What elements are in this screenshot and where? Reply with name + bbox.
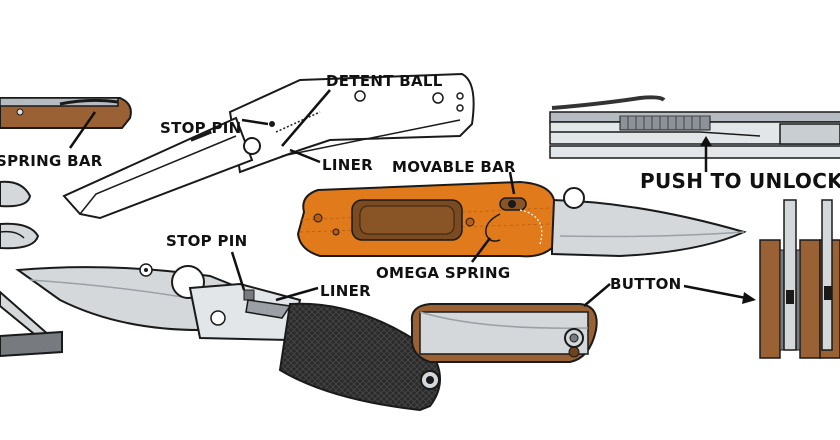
liner-lock-tanto-knife: [62, 72, 475, 220]
button-lock-cross-sections: [759, 199, 840, 359]
detent-ball-label: DETENT BALL: [326, 72, 443, 90]
liner-top-label: LINER: [322, 156, 373, 174]
spring-bar-label: SPRING BAR: [0, 152, 103, 170]
movable-bar-leader: [508, 171, 516, 195]
stop-pin-bottom-label: STOP PIN: [166, 232, 248, 250]
button-label: BUTTON: [610, 275, 682, 293]
spring-bar-leader: [68, 111, 97, 149]
stop-pin-top-leader: [241, 118, 269, 126]
push-to-unlock-arrowhead: [700, 136, 712, 146]
omega-spring-label: OMEGA SPRING: [376, 264, 510, 282]
button-section-leader: [683, 284, 747, 300]
stop-pin-bottom-leader: [230, 251, 246, 291]
push-to-unlock-label: PUSH TO UNLOCK: [640, 169, 840, 193]
axis-lock-orange-knife: [296, 180, 747, 258]
button-lock-wood-knife: [410, 303, 598, 363]
liner-top-leader: [289, 148, 321, 164]
button-leader: [583, 283, 611, 307]
liner-bottom-leader: [275, 286, 319, 302]
movable-bar-label: MOVABLE BAR: [392, 158, 516, 176]
stop-pin-top-label: STOP PIN: [160, 119, 242, 137]
spring-bar-knife: [0, 97, 132, 129]
detent-ball-leader: [281, 89, 331, 147]
left-cropped-knives: [0, 180, 63, 358]
button-section-arrowhead: [742, 292, 756, 304]
omega-spring-leader: [471, 237, 491, 263]
compression-lock-black-knife: [15, 263, 441, 412]
lockbar-cross-section: [549, 95, 840, 159]
liner-bottom-label: LINER: [320, 282, 371, 300]
